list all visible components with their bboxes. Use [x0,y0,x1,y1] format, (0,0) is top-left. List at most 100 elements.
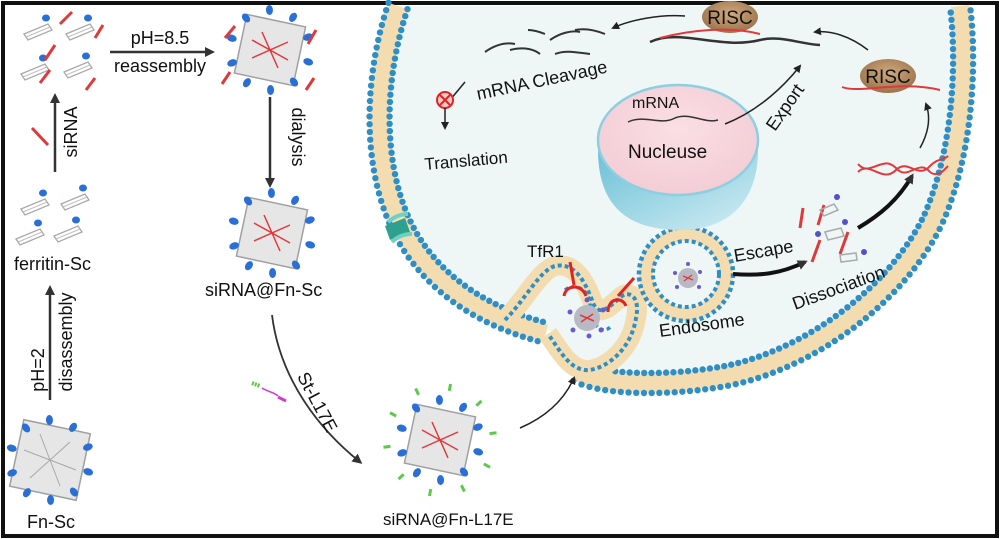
membrane-bead [947,104,954,111]
ferritin-subunit [60,184,90,211]
membrane-bead [369,159,376,167]
disassembly-condition: pH=2 [28,348,48,392]
sirna-fn-sc-label: siRNA@Fn-Sc [205,280,322,300]
binding-tag [473,448,484,456]
membrane-bead [387,91,394,98]
membrane-bead [967,106,974,113]
membrane-bead [375,190,383,197]
membrane-bead [372,174,379,182]
membrane-bead [969,83,976,91]
ferritin-subunit [15,219,45,246]
membrane-bead [906,271,913,278]
binding-tag [21,423,31,433]
membrane-bead [399,19,407,27]
membrane-bead [741,357,749,365]
membrane-bead [586,383,593,391]
membrane-bead [401,205,409,212]
membrane-bead [717,383,724,391]
membrane-bead [702,386,709,393]
membrane-bead [386,113,393,120]
risc-complex-2: RISC [841,59,941,93]
membrane-bead [885,294,892,301]
nucleus-mrna-label: mRNA [632,95,679,112]
binding-tag [228,217,239,225]
membrane-bead [755,374,762,382]
membrane-bead [368,151,375,159]
membrane-bead [950,189,958,196]
membrane-bead [375,36,382,44]
membrane-bead [366,113,373,120]
membrane-bead [655,369,663,377]
membrane-bead [670,369,677,376]
binding-tag [265,5,273,16]
membrane-bead [686,387,694,395]
membrane-bead [949,60,957,67]
membrane-bead [437,289,445,296]
binding-tag [396,424,407,432]
sirna-fn-l17e-label: siRNA@Fn-L17E [383,510,514,529]
peptide-tag [397,473,405,481]
binding-tag [267,84,275,95]
membrane-bead [397,191,404,199]
membrane-bead [762,350,769,358]
membrane-bead [831,337,838,345]
membrane-bead [825,341,832,349]
binding-tag [473,423,483,431]
membrane-bead [868,309,875,317]
membrane-bead [366,105,373,112]
membrane-bead [969,45,977,52]
membrane-bead [417,236,425,244]
membrane-bead [380,205,387,212]
membrane-bead [391,170,399,178]
membrane-bead [740,379,747,386]
membrane-bead [367,136,374,143]
fn-sc-label: Fn-Sc [27,512,75,532]
membrane-bead [410,260,417,268]
membrane-bead [924,246,932,253]
membrane-bead [387,135,394,142]
membrane-bead [795,335,802,343]
membrane-bead [372,51,379,59]
binding-tag [305,216,315,224]
membrane-bead [901,277,908,284]
ferritin-subunit [53,216,83,243]
membrane-bead [874,304,881,312]
membrane-bead [748,355,756,363]
membrane-bead [648,369,655,377]
membrane-bead [400,247,408,255]
membrane-bead [948,97,955,104]
cell-membrane [370,3,549,342]
membrane-bead [479,294,487,301]
membrane-bead [826,317,834,324]
membrane-bead [386,98,394,106]
cell: TfR1 Endosome Escape [366,0,977,397]
membrane-bead [386,120,393,128]
membrane-bead [818,345,825,353]
membrane-bead [949,45,957,53]
binding-tag [242,78,251,88]
peptide-tag [389,411,397,418]
membrane-bead [527,335,534,343]
membrane-bead [671,389,678,396]
membrane-bead [866,285,873,292]
membrane-bead [921,210,928,217]
membrane-bead [532,316,540,324]
ferritin-subunit [23,14,53,41]
binding-tag [291,195,300,205]
membrane-bead [728,361,735,368]
membrane-bead [617,388,624,396]
membrane-bead [945,119,953,126]
membrane-bead [656,389,663,397]
membrane-bead [871,280,878,287]
membrane-bead [769,369,777,376]
sirna-step-label: siRNA [61,106,81,157]
membrane-bead [679,388,686,395]
binding-tag [459,467,469,477]
membrane-bead [732,380,739,388]
membrane-bead [958,159,966,166]
fn-sc-cage [6,415,94,505]
free-sirna-duplex [857,155,949,176]
binding-tag [244,261,253,271]
membrane-bead [389,156,396,164]
membrane-bead [395,184,402,192]
